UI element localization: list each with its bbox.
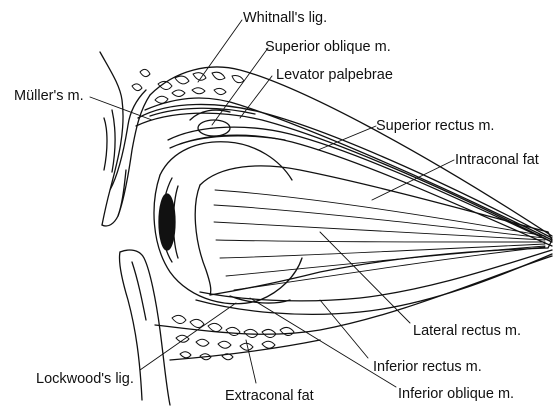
leader-lines (90, 20, 454, 387)
whitnall-ligament-label: Whitnall's lig. (243, 11, 327, 26)
mullers-muscle-label: Müller's m. (14, 89, 84, 104)
intraconal-fat-label: Intraconal fat (455, 153, 539, 168)
lateral-rectus-lower (210, 248, 548, 295)
lockwoods-ligament-label: Lockwood's lig. (36, 372, 134, 387)
superior-rectus-upper (168, 127, 552, 242)
inferior-oblique-label: Inferior oblique m. (398, 387, 514, 402)
upper-eyelid-skin (102, 95, 150, 226)
lateral-rectus-label: Lateral rectus m. (413, 324, 521, 339)
iris (159, 194, 175, 250)
upper-eyelid-outline (100, 52, 123, 225)
lateral-rectus-fibers (214, 190, 545, 290)
lateral-rectus-insertion (195, 185, 211, 295)
inferior-rectus-label: Inferior rectus m. (373, 360, 482, 375)
levator-palpebrae-label: Levator palpebrae (276, 68, 393, 83)
extraconal-fat-label: Extraconal fat (225, 389, 314, 404)
superior-rectus-label: Superior rectus m. (376, 119, 494, 134)
superior-oblique-label: Superior oblique m. (265, 40, 391, 55)
superior-oblique (190, 110, 230, 120)
